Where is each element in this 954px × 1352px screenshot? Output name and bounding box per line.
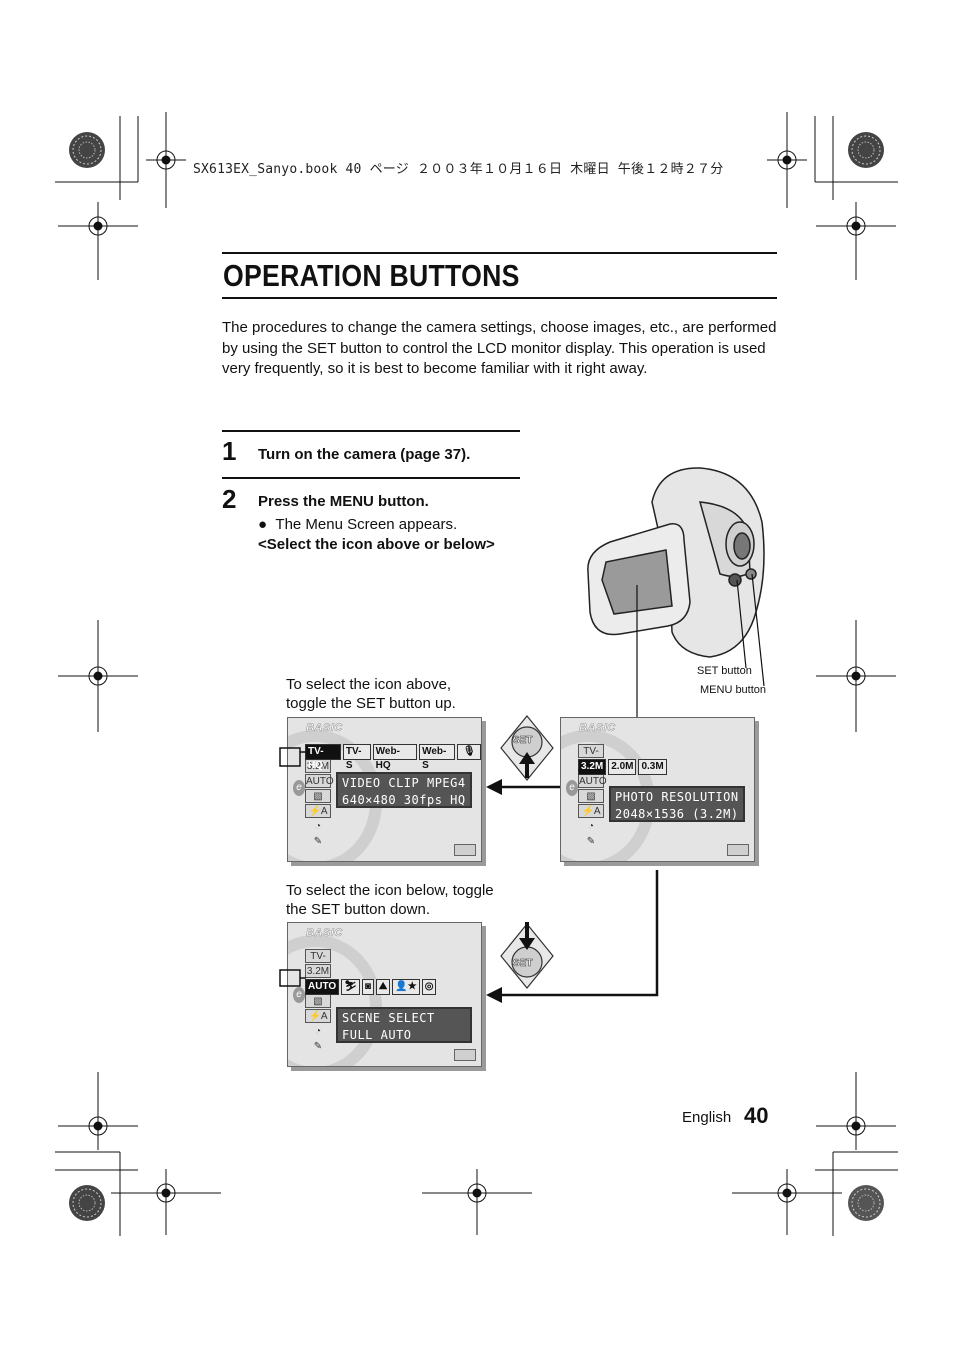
step-2-text: Press the MENU button. [258, 493, 429, 510]
icon-self-timer: ◔ [587, 821, 595, 832]
icon-setup: ✎ [586, 836, 596, 847]
icon-filter: ▧ [305, 994, 331, 1008]
option-night-portrait-icon: 👤★ [392, 979, 420, 995]
icon-flash: ⚡A [305, 804, 331, 818]
scene-options: AUTO ⛷ ◙ ⛰ 👤★ ◎ [305, 979, 437, 995]
option-web-s: Web-S [419, 744, 456, 771]
icon-flash: ⚡A [305, 1009, 331, 1023]
menu-icon-column: TV-HQ 3.2M AUTO ▧ ⚡A ◔ ✎ [305, 949, 334, 1054]
info-box: PHOTO RESOLUTION 2048×1536 (3.2M) [609, 786, 745, 822]
icon-self-timer: ◔ [314, 1026, 322, 1037]
intro-paragraph: The procedures to change the camera sett… [222, 319, 777, 377]
option-web-hq: Web-HQ [372, 744, 418, 771]
basic-brand: BASIC [306, 722, 343, 735]
icon-setup: ✎ [313, 836, 323, 847]
menu-mode-icon: e [566, 780, 578, 796]
caption-select-below: To select the icon below, toggle the SET… [286, 882, 494, 918]
menu-mode-icon: e [293, 987, 305, 1003]
icon-video-mode: TV-HQ [578, 744, 604, 771]
info-line-2: 2048×1536 (3.2M) [615, 807, 739, 821]
option-fireworks-icon: ◎ [421, 979, 437, 995]
footer-language: English [682, 1109, 732, 1126]
lcd-screen-photo-resolution: BASIC e TV-HQ 3.2M AUTO ▧ ⚡A ◔ ✎ 3.2M 2.… [560, 717, 755, 862]
crosshair-targets [58, 112, 896, 1235]
set-label-up: SET [513, 735, 533, 747]
step-2-rule [222, 477, 520, 479]
icon-filter: ▧ [305, 789, 331, 803]
icon-filter: ▧ [578, 789, 604, 803]
icon-setup: ✎ [313, 1041, 323, 1052]
set-button-up-icon [500, 715, 554, 781]
info-line-2: 640×480 30fps HQ [342, 793, 466, 807]
set-button-down-icon [500, 922, 554, 989]
option-3-2m: 3.2M [578, 759, 607, 775]
option-tv-s: TV-S [342, 744, 371, 771]
video-mode-options: TV-HQ TV-S Web-HQ Web-S 🎙 [305, 744, 481, 771]
page-number: 40 [744, 1103, 769, 1128]
icon-flash: ⚡A [578, 804, 604, 818]
subheading: <Select the icon above or below> [258, 536, 495, 553]
basic-brand: BASIC [579, 722, 616, 735]
resolution-options: 3.2M 2.0M 0.3M [578, 759, 667, 775]
bullet-item: ● The Menu Screen appears. [258, 516, 457, 533]
lcd-screen-scene-select: BASIC e TV-HQ 3.2M AUTO ▧ ⚡A ◔ ✎ AUTO ⛷ … [287, 922, 482, 1067]
step-1-number: 1 [222, 436, 237, 466]
info-box: SCENE SELECT FULL AUTO [336, 1007, 472, 1043]
basic-brand: BASIC [306, 927, 343, 940]
set-button-label: SET button [697, 665, 752, 677]
battery-icon [454, 844, 476, 856]
battery-icon [454, 1049, 476, 1061]
icon-resolution: 3.2M [305, 964, 331, 978]
icon-video-mode: TV-HQ [305, 949, 331, 976]
option-microphone-icon: 🎙 [457, 744, 481, 760]
bullet-dot: ● [258, 516, 276, 533]
option-tv-hq: TV-HQ [305, 744, 341, 771]
info-line-1: PHOTO RESOLUTION [615, 790, 739, 804]
bullet-text: The Menu Screen appears. [275, 516, 458, 533]
title-rule-bottom [222, 297, 777, 299]
icon-scene: AUTO [578, 774, 607, 788]
icon-scene: AUTO [305, 774, 334, 788]
icon-self-timer: ◔ [314, 821, 322, 832]
starburst-marks [69, 132, 884, 1221]
option-auto: AUTO [305, 979, 340, 995]
info-line-1: VIDEO CLIP MPEG4 [342, 776, 466, 790]
option-landscape-icon: ⛰ [375, 979, 391, 995]
camera-illustration [587, 467, 765, 658]
caption-select-above: To select the icon above, toggle the SET… [286, 676, 456, 712]
info-line-1: SCENE SELECT [342, 1011, 435, 1025]
info-line-2: FULL AUTO [342, 1028, 412, 1042]
option-2-0m: 2.0M [608, 759, 637, 775]
step-1-rule [222, 430, 520, 432]
book-header-line: SX613EX_Sanyo.book 40 ページ ２００３年１０月１６日 木曜… [193, 162, 724, 177]
info-box: VIDEO CLIP MPEG4 640×480 30fps HQ [336, 772, 472, 808]
set-label-down: SET [513, 958, 533, 970]
option-0-3m: 0.3M [638, 759, 667, 775]
menu-button-label: MENU button [700, 684, 767, 696]
step-1-text: Turn on the camera (page 37). [258, 446, 471, 463]
battery-icon [727, 844, 749, 856]
title-rule-top [222, 252, 777, 254]
lcd-screen-video-clip: BASIC e TV-HQ 3.2M AUTO ▧ ⚡A ◔ ✎ TV-HQ T… [287, 717, 482, 862]
step-2-number: 2 [222, 484, 237, 514]
page-title: OPERATION BUTTONS [223, 258, 520, 293]
option-sports-icon: ⛷ [341, 979, 360, 995]
option-portrait-icon: ◙ [361, 979, 374, 995]
menu-mode-icon: e [293, 780, 305, 796]
